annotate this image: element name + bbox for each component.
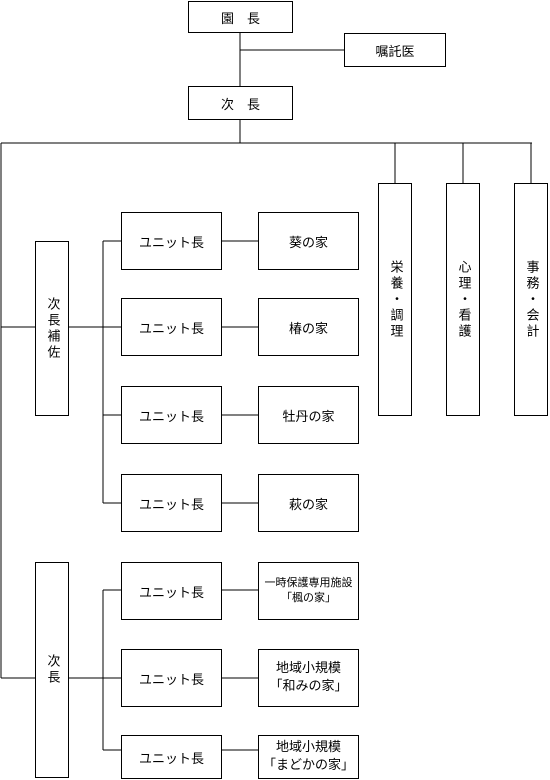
unit-leader-box: ユニット長	[121, 649, 222, 707]
unit-leader-label: ユニット長	[138, 409, 204, 425]
unit-leader-box: ユニット長	[121, 212, 222, 270]
unit-leader-box: ユニット長	[121, 386, 222, 444]
unit-leader-label: ユニット長	[138, 321, 204, 337]
home-label: 牡丹の家	[282, 409, 335, 425]
deputy-2-box: 次長	[35, 562, 69, 778]
office-label: 事務・会計	[523, 259, 539, 340]
deputy-box: 次 長	[188, 86, 293, 120]
doctor-box: 嘱託医	[344, 33, 446, 67]
home-label: 地域小規模 「まどかの家」	[262, 740, 354, 773]
home-label: 椿の家	[288, 321, 328, 337]
nutrition-label: 栄養・調理	[387, 259, 403, 340]
unit-leader-label: ユニット長	[138, 672, 204, 688]
unit-leader-label: ユニット長	[138, 497, 204, 513]
office-box: 事務・会計	[514, 183, 548, 416]
psych-label: 心理・看護	[455, 259, 471, 340]
home-label: 地域小規模 「和みの家」	[269, 661, 348, 694]
assistant-deputy-box: 次長補佐	[35, 241, 69, 416]
doctor-label: 嘱託医	[375, 44, 415, 60]
home-label: 一時保護専用施設 「楓の家」	[264, 576, 353, 604]
unit-leader-box: ユニット長	[121, 474, 222, 532]
unit-leader-box: ユニット長	[121, 735, 222, 779]
home-box: 一時保護専用施設 「楓の家」	[258, 562, 359, 620]
unit-leader-label: ユニット長	[138, 751, 204, 767]
nutrition-box: 栄養・調理	[378, 183, 412, 416]
psych-box: 心理・看護	[446, 183, 480, 416]
home-box: 椿の家	[258, 298, 359, 356]
deputy-2-label: 次長	[44, 654, 60, 686]
unit-leader-label: ユニット長	[138, 235, 204, 251]
home-box: 地域小規模 「和みの家」	[258, 649, 359, 707]
director-label: 園 長	[220, 11, 260, 27]
assistant-deputy-label: 次長補佐	[44, 296, 60, 361]
director-box: 園 長	[188, 1, 293, 33]
unit-leader-label: ユニット長	[138, 585, 204, 601]
home-box: 葵の家	[258, 212, 359, 270]
deputy-label: 次 長	[220, 97, 260, 113]
unit-leader-box: ユニット長	[121, 298, 222, 356]
home-box: 萩の家	[258, 474, 359, 532]
home-label: 萩の家	[288, 497, 328, 513]
unit-leader-box: ユニット長	[121, 562, 222, 620]
home-box: 地域小規模 「まどかの家」	[258, 735, 359, 779]
home-box: 牡丹の家	[258, 386, 359, 444]
home-label: 葵の家	[288, 235, 328, 251]
